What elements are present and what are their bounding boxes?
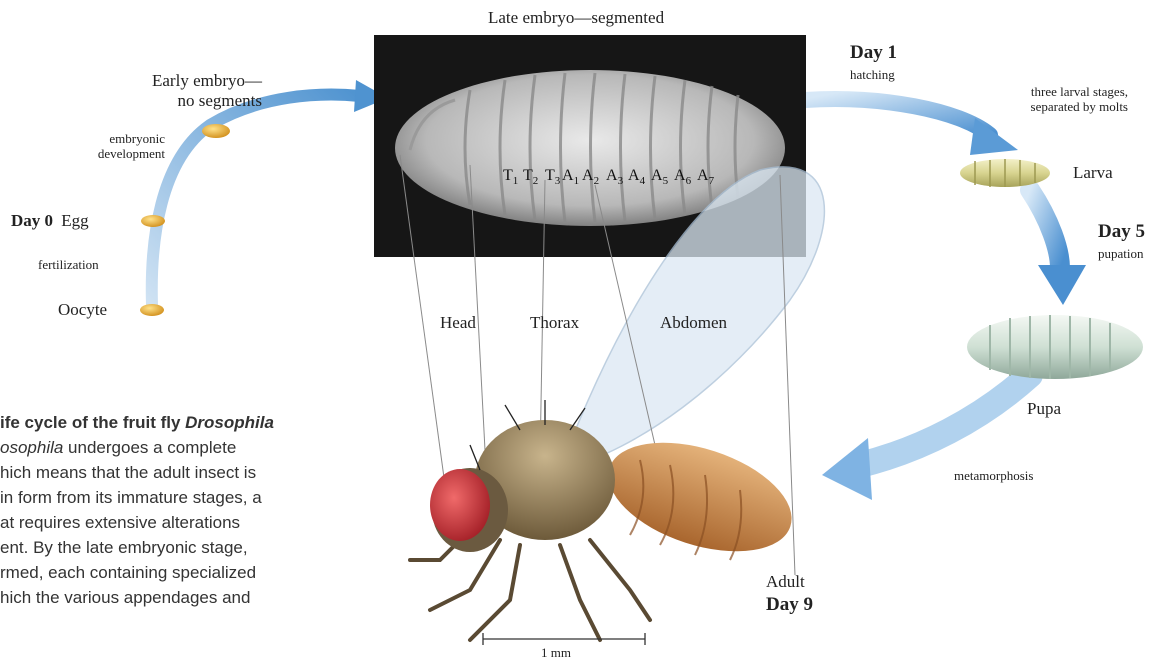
arrow-larva-to-pupa <box>1030 190 1086 305</box>
fertilization-label: fertilization <box>38 258 99 273</box>
hatching-label: hatching <box>850 68 895 83</box>
segment-label-t3: T3 <box>545 167 560 187</box>
segment-label-a2: A2 <box>582 167 599 187</box>
scale-bar <box>483 633 645 645</box>
egg-icon <box>141 215 165 227</box>
embryonic-development-label: embryonic development <box>50 132 165 162</box>
larva-label: Larva <box>1073 163 1113 183</box>
day9-label: Day 9 <box>766 594 813 616</box>
segment-label-t1: T1 <box>503 167 518 187</box>
late-embryo-title: Late embryo—segmented <box>488 8 664 28</box>
segment-label-a6: A6 <box>674 167 691 187</box>
segment-label-a4: A4 <box>628 167 645 187</box>
segment-label-a3: A3 <box>606 167 623 187</box>
figure-caption: ife cycle of the fruit fly Drosophila os… <box>0 410 395 610</box>
abdomen-label: Abdomen <box>660 313 727 333</box>
pupa-illustration <box>967 315 1143 379</box>
day1-label: Day 1 <box>850 42 897 64</box>
oocyte-icon <box>140 304 164 316</box>
day5-label: Day 5 <box>1098 221 1145 243</box>
segment-label-a1: A1 <box>562 167 579 187</box>
segment-label-a5: A5 <box>651 167 668 187</box>
scale-bar-label: 1 mm <box>541 646 571 661</box>
fly-eye-icon <box>430 469 490 541</box>
arrow-oocyte-to-embryo <box>152 80 388 305</box>
early-embryo-icon <box>202 124 230 138</box>
oocyte-label: Oocyte <box>58 300 107 320</box>
adult-label: Adult <box>766 572 805 592</box>
segment-label-a7: A7 <box>697 167 714 187</box>
pupa-label: Pupa <box>1027 399 1061 419</box>
pupation-label: pupation <box>1098 247 1144 262</box>
metamorphosis-label: metamorphosis <box>954 469 1033 484</box>
early-embryo-label: Early embryo— no segments <box>100 71 262 110</box>
thorax-label: Thorax <box>530 313 579 333</box>
egg-label: Egg <box>61 211 88 230</box>
larval-stages-note: three larval stages, separated by molts <box>940 85 1128 115</box>
day0-label: Day 0 <box>11 211 53 230</box>
segment-label-t2: T2 <box>523 167 538 187</box>
larva-illustration <box>960 159 1050 187</box>
head-label: Head <box>440 313 476 333</box>
